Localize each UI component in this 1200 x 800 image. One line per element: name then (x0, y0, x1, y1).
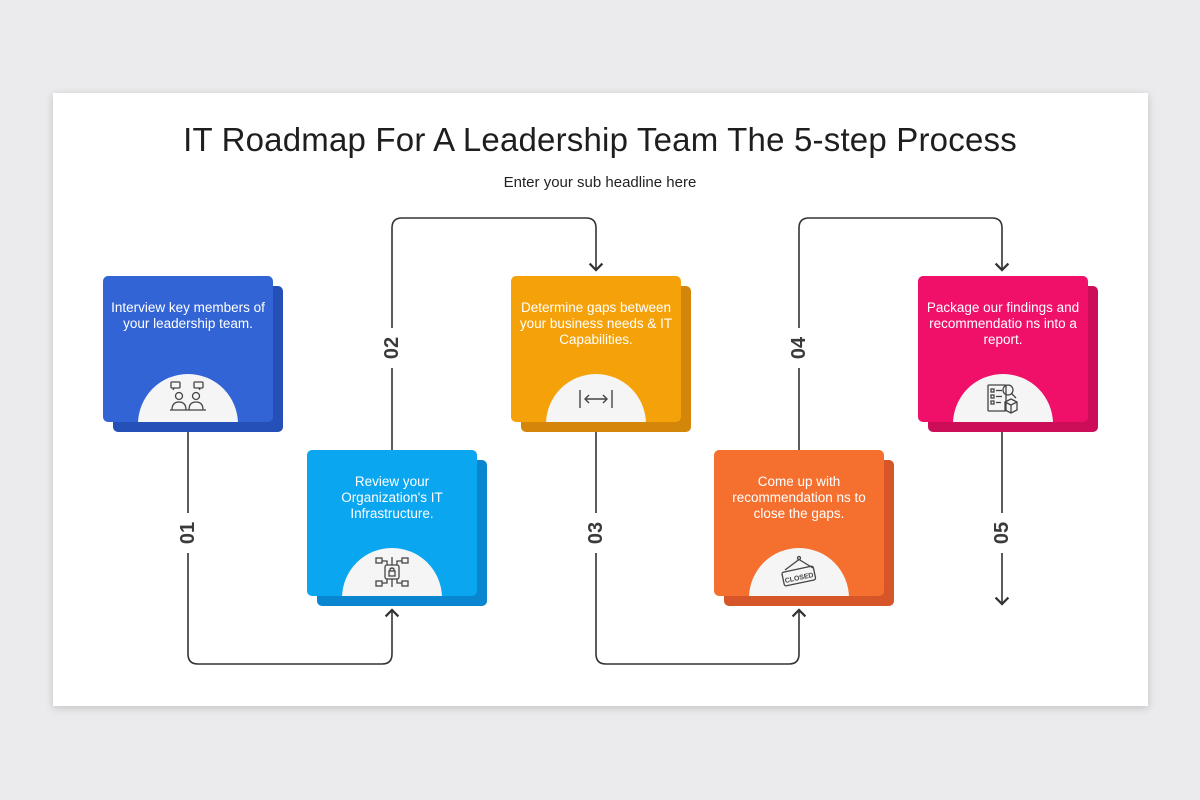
card-face: Package our findings and recommendatio n… (918, 276, 1088, 422)
step-card-01: Interview key members of your leadership… (103, 276, 283, 432)
page-title: IT Roadmap For A Leadership Team The 5-s… (183, 121, 1017, 158)
card-face: Review your Organization's IT Infrastruc… (307, 450, 477, 596)
connector-01 (187, 432, 400, 665)
closed-sign-icon: CLOSED (781, 555, 817, 587)
connector-02 (391, 217, 604, 450)
step-text-02: Review your Organization's IT Infrastruc… (341, 474, 443, 521)
step-card-02: Review your Organization's IT Infrastruc… (307, 450, 487, 606)
step-text-05: Package our findings and recommendatio n… (926, 300, 1080, 347)
meeting-icon (170, 381, 206, 411)
step-number-04: 04 (787, 328, 811, 368)
card-face: Come up with recommendation ns to close … (714, 450, 884, 596)
step-card-04: Come up with recommendation ns to close … (714, 450, 894, 606)
step-text-03: Determine gaps between your business nee… (519, 300, 673, 347)
card-face: Determine gaps between your business nee… (511, 276, 681, 422)
step-number-01: 01 (176, 513, 200, 553)
step-text-01: Interview key members of your leadership… (111, 300, 265, 331)
network-lock-icon (375, 557, 409, 587)
report-icon (987, 384, 1018, 414)
gap-arrows-icon (579, 390, 613, 408)
step-number-02: 02 (380, 328, 404, 368)
step-number-03: 03 (584, 513, 608, 553)
card-face: Interview key members of your leadership… (103, 276, 273, 422)
connector-04 (798, 217, 1010, 450)
page-subtitle: Enter your sub headline here (503, 174, 697, 191)
step-card-03: Determine gaps between your business nee… (511, 276, 691, 432)
connector-03 (595, 432, 807, 665)
step-number-05: 05 (990, 513, 1014, 553)
step-text-04: Come up with recommendation ns to close … (732, 474, 866, 521)
step-card-05: Package our findings and recommendatio n… (918, 276, 1098, 432)
